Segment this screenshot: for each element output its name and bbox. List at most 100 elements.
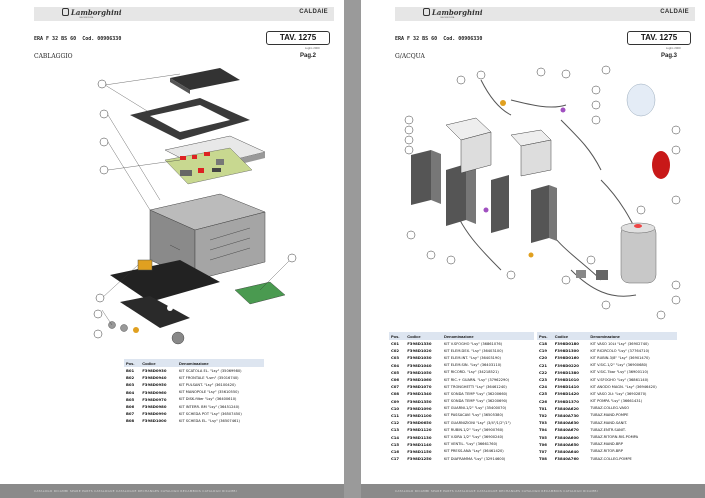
cell-code: F3840A600 [554,434,579,440]
table-header-row: Pos. Codice Denominazione [389,332,534,340]
col-desc: Denominazione [588,332,677,340]
cell-code: F398D0980 [142,404,167,410]
cell-pos: C20 [539,355,548,361]
cell-code: F398D1420 [554,391,579,397]
cell-desc: KIT V.SFOGHO "Lsy" (36861076) [444,341,503,346]
model-code: 00906330 [97,36,122,42]
cell-desc: KIT TRONGHETTI "Lsy" (36461240) [444,384,507,389]
table-header-row: Pos. Codice Denominazione [537,332,677,340]
catalog-page-left: Lamborghini CALORECLIMA CALDAIE ERA F 32… [0,0,344,498]
exploded-view-wiring [93,68,297,345]
tav-box: TAV. 1275 [266,31,330,45]
cell-code: F398D0160 [554,355,579,361]
model-code: 00906330 [458,36,483,42]
cell-code: F398D1340 [407,391,432,397]
category-label: CALDAIE [660,9,689,15]
cell-pos: C16 [391,448,400,454]
cell-pos: T08 [539,456,547,462]
cell-code: F398D1060 [407,377,432,383]
cell-pos: B07 [126,411,135,417]
section-title: G/ACQUA [395,53,425,60]
table-row: T02 F3840A730 TUBAZ.MAND.POMPE [537,412,677,419]
cell-code: F3840A760 [554,456,579,462]
page-header: Lamborghini CALORECLIMA CALDAIE [395,7,695,21]
page-header: Lamborghini CALORECLIMA CALDAIE [34,7,334,21]
cell-code: F398D1410 [554,384,579,390]
cell-desc: KIT RICORD. "Lsy" (34218521) [444,370,499,375]
model-name: ERA F 32 BS 60 [395,36,438,42]
page-footer: CATALOGO RICAMBI SPARE PARTS CATALOGUE C… [0,484,344,498]
cell-code: F398D1250 [407,456,432,462]
cell-desc: TUBAZ.MAND.POMPE [590,413,629,418]
brand-sub: CALORECLIMA [79,17,94,19]
cell-desc: KIT PULSANT. "Lsy" (36100420) [179,382,236,387]
cell-code: F398D0950 [142,382,167,388]
cell-code: F3840A620 [554,405,579,411]
top-frame [130,98,250,140]
cell-code: F398D1010 [554,377,579,383]
cell-pos: C12 [391,420,400,426]
leader-lines [101,73,291,326]
table-row: B03 F398D0950 KIT PULSANT. "Lsy" (36100420… [124,381,264,388]
cell-pos: C06 [391,377,400,383]
brand-sub: CALORECLIMA [440,17,455,19]
cell-pos: C08 [391,391,400,397]
page-number: Pag.2 [300,53,317,59]
cell-pos: C11 [391,412,400,418]
cell-desc: KIT V.SIC.7bar "Lsy" (36900110) [590,370,649,375]
cell-desc: KIT ELEM.INT. "Lsy" (36403190) [444,355,501,360]
section-title: CABLAGGIO [34,53,73,60]
cover-panel [170,68,240,94]
cell-pos: B03 [126,382,135,388]
cell-code: F398D0970 [142,396,167,402]
table-row: C06 F398D1060 KIT RIC.+ GUARN. "Lsy" (3796… [389,376,534,383]
cell-code: F398D1130 [407,434,432,440]
cell-desc: KIT VENTIL. "Lsy" (36661760) [444,442,498,447]
cell-code: F398D1040 [407,362,432,368]
callout-b07 [93,309,103,319]
cell-desc: KIT V.SIRA 1/2" "Lsy" (36900240) [444,435,504,440]
cell-code: F398D0930 [142,368,167,374]
cell-code: F3840A730 [554,412,579,418]
cell-pos: B08 [126,418,135,424]
cell-pos: C09 [391,398,400,404]
brand-name: Lamborghini [71,8,122,17]
tav-box: TAV. 1275 [627,31,691,45]
pump-icon [626,83,656,117]
edition-date: Luglio 2009 [666,47,681,50]
cell-code: F398D1070 [407,384,432,390]
cell-desc: KIT V.SIC.1/2" "Lsy" (36900680) [590,363,648,368]
model-line: ERA F 32 BS 60 Cod. 00906330 [395,36,482,42]
cell-pos: C18 [539,341,548,347]
catalog-page-right: Lamborghini CALORECLIMA CALDAIE ERA F 32… [361,0,705,498]
code-label: Cod. [82,36,95,42]
cell-code: F398D1000 [142,418,167,424]
display-board [234,281,286,305]
cell-desc: KIT FRONTALE "Lsm" (35016740) [179,375,239,380]
cell-pos: C01 [391,341,400,347]
cell-pos: B01 [126,368,135,374]
cell-desc: KIT RIC.+ GUARN. "Lsy" (37962290) [444,377,510,382]
cell-pos: C26 [539,398,548,404]
cell-pos: T02 [539,412,547,418]
cell-pos: T01 [539,405,547,411]
